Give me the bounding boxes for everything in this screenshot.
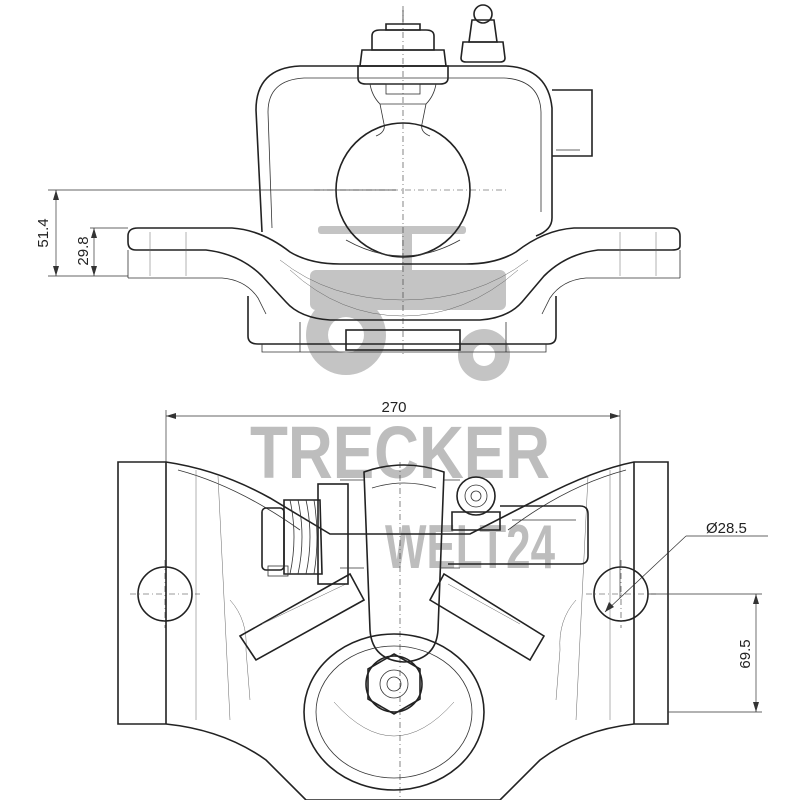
central-shaft: [363, 464, 445, 663]
threaded-bolt: [261, 483, 349, 585]
plan-view: 270: [117, 399, 768, 800]
grease-fitting: [448, 476, 589, 565]
watermark-line1: TRECKER: [250, 411, 550, 494]
front-view: 51.4 29.8: [35, 4, 681, 356]
flange-plate: [127, 227, 681, 321]
diameter-callout: Ø28.5: [604, 520, 768, 613]
dim-width: 270: [381, 399, 406, 416]
base-plate: [117, 461, 669, 800]
hex-nut: [367, 653, 421, 715]
height-dimensions: 51.4 29.8: [35, 189, 396, 277]
watermark-line2: WELT24: [385, 513, 555, 582]
dim-height-total: 51.4: [35, 218, 52, 247]
coupling-ring: [303, 633, 485, 791]
dim-hole-offset: 69.5: [737, 639, 754, 668]
offset-dimension: 69.5: [648, 593, 762, 713]
side-lever: [552, 89, 593, 157]
grease-nipple: [460, 4, 506, 63]
dim-height-flange: 29.8: [75, 236, 92, 265]
top-nut: [357, 10, 449, 105]
dim-hole-diameter: Ø28.5: [706, 520, 747, 537]
watermark: TRECKER WELT24: [250, 226, 555, 582]
housing: [255, 65, 553, 237]
